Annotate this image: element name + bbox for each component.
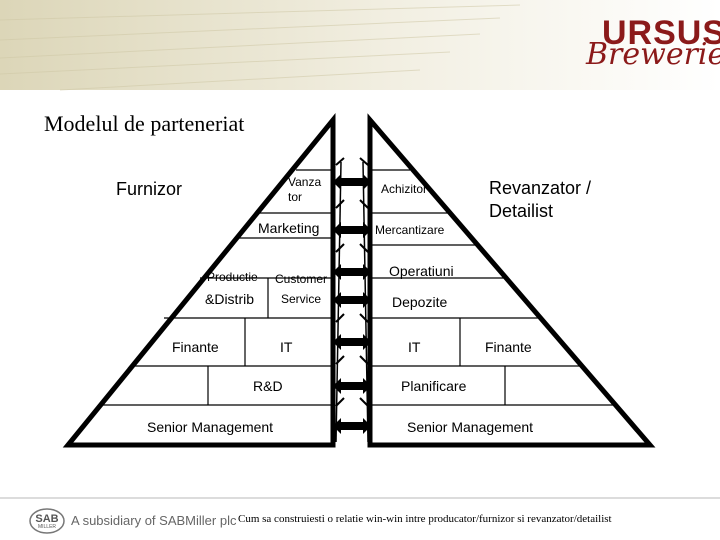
supplier-senior-management: Senior Management — [147, 419, 274, 435]
arrow-level-3 — [333, 264, 371, 280]
arrow-level-4 — [333, 292, 371, 308]
supplier-triangle — [62, 112, 336, 448]
sab-badge-label: SAB MILLER — [30, 513, 64, 531]
supplier-marketing: Marketing — [258, 220, 320, 236]
retailer-planificare: Planificare — [401, 378, 467, 394]
footer-caption: Cum sa construiesti o relatie win-win in… — [238, 513, 612, 525]
arrow-level-1 — [333, 174, 371, 190]
sab-badge-line1: SAB — [35, 513, 59, 525]
connector-arrows — [333, 157, 371, 443]
sab-badge-line2: MILLER — [37, 524, 57, 531]
arrow-level-7 — [333, 418, 371, 434]
retailer-mercantizare: Mercantizare — [375, 223, 445, 237]
retailer-finante: Finante — [485, 339, 532, 355]
retailer-it: IT — [408, 339, 421, 355]
supplier-heading: Furnizor — [116, 179, 183, 199]
supplier-rd: R&D — [253, 378, 283, 394]
arrow-level-6 — [333, 378, 371, 394]
brand-name: URSUS — [602, 14, 720, 52]
supplier-finante: Finante — [172, 339, 219, 355]
footer-subsidiary: A subsidiary of SABMiller plc — [71, 513, 237, 528]
header-band — [0, 0, 720, 90]
arrow-level-2 — [333, 222, 371, 238]
brand-sub: Breweries — [586, 37, 720, 72]
slide-title: Modelul de parteneriat — [44, 111, 245, 136]
supplier-customer-line2: Service — [281, 292, 322, 306]
supplier-customer-line1: Customer — [275, 272, 328, 286]
header-stripes — [0, 4, 521, 91]
supplier-vanzator-line1: Vanza — [288, 175, 322, 189]
retailer-depozite: Depozite — [392, 294, 448, 310]
arrow-level-5 — [333, 334, 371, 350]
retailer-operatiuni: Operatiuni — [389, 263, 454, 279]
retailer-triangle — [367, 113, 656, 448]
retailer-senior-management: Senior Management — [407, 419, 534, 435]
supplier-productie-line2: &Distrib — [205, 291, 255, 307]
sab-badge-oval — [29, 508, 65, 534]
supplier-vanzator-line2: tor — [288, 190, 303, 204]
supplier-productie-line1: Productie — [207, 270, 258, 284]
supplier-it: IT — [280, 339, 293, 355]
retailer-heading-line2: Detailist — [489, 201, 554, 221]
retailer-achizitor: Achizitor — [381, 182, 428, 196]
retailer-heading-line1: Revanzator / — [489, 178, 592, 198]
